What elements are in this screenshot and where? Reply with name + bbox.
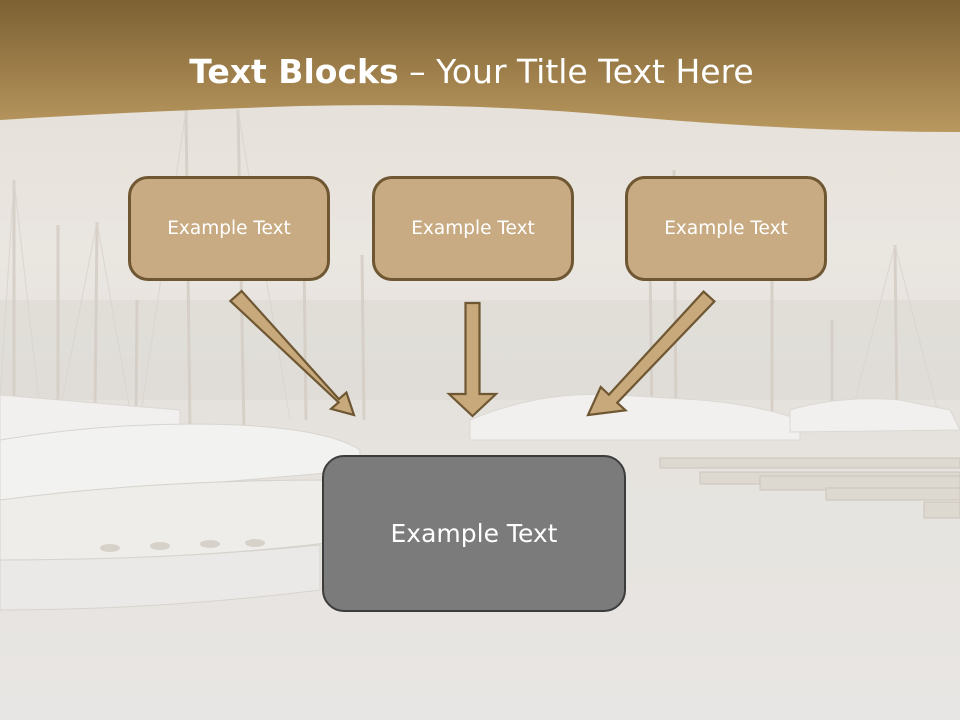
text-block-right[interactable]: Example Text: [625, 176, 827, 281]
text-block-left-label: Example Text: [167, 218, 291, 239]
title-bold: Text Blocks: [189, 52, 399, 91]
title-banner: [0, 0, 960, 132]
text-block-bottom-label: Example Text: [390, 519, 558, 548]
left-arrow: [228, 289, 356, 417]
text-block-left[interactable]: Example Text: [128, 176, 330, 281]
text-block-right-label: Example Text: [664, 218, 788, 239]
text-block-center-label: Example Text: [411, 218, 535, 239]
text-block-bottom[interactable]: Example Text: [322, 455, 626, 612]
right-arrow: [586, 290, 716, 417]
title-text: Your Title Text Here: [436, 52, 754, 91]
title-separator: –: [398, 52, 437, 91]
text-block-center[interactable]: Example Text: [372, 176, 574, 281]
slide-title: Text Blocks – Your Title Text Here: [0, 52, 943, 91]
center-arrow: [446, 301, 499, 418]
